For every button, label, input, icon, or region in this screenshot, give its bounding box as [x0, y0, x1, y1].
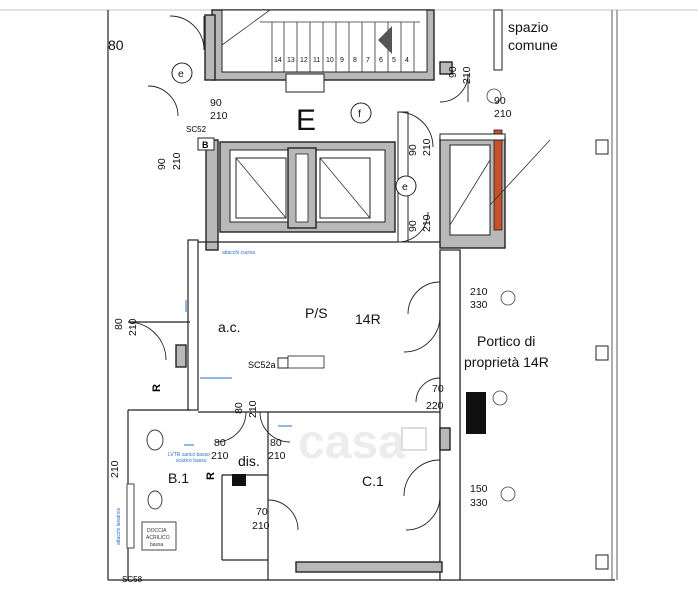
top-left-number: 80 [108, 37, 124, 53]
tag-e-left: e [178, 68, 184, 80]
dimension-labels: 90 210 90 210 90 210 90 210 90 210 90 21… [109, 66, 512, 532]
dim-width: 70 [432, 383, 444, 395]
dim-width: 90 [407, 220, 419, 232]
dim-height: 210 [127, 318, 139, 336]
dim-width: 70 [256, 506, 268, 518]
tag-circle [171, 62, 193, 84]
corridor-wall-left [205, 139, 219, 251]
dim-width: 80 [233, 402, 245, 414]
watermark-icon [401, 427, 427, 451]
door-swings [127, 15, 469, 531]
stair-num: 6 [379, 57, 383, 64]
shaft-block [439, 129, 551, 249]
tag-circle [395, 175, 417, 197]
room-dis-label: dis. [238, 453, 260, 469]
stair-num: 4 [405, 57, 409, 64]
dim-height: 210 [461, 66, 473, 84]
stair-step-numbers: 14 13 12 11 10 9 8 7 6 5 4 [274, 57, 409, 64]
dim-width: 90 [447, 66, 459, 78]
stair-num: 12 [300, 57, 308, 64]
dim-height: 210 [268, 450, 286, 462]
dim-height: 210 [211, 450, 229, 462]
sc52-label: SC52 [186, 125, 207, 134]
wall-stub [439, 61, 453, 75]
room-c1-label: C.1 [362, 473, 384, 489]
stair-num: 9 [340, 57, 344, 64]
dim-height: 220 [426, 400, 444, 412]
bathroom-fixtures [126, 429, 177, 551]
meter-symbols [486, 88, 516, 502]
apartment-14r-label: 14R [355, 311, 381, 327]
watermark: casa [298, 416, 405, 469]
section-e-label: E [296, 104, 316, 137]
dim-width: 90 [407, 144, 419, 156]
note-doccia-2: ACRILICO [146, 535, 170, 541]
sc52a-label: SC52a [248, 360, 276, 370]
apartment-outline [127, 241, 461, 581]
dim-width: 90 [156, 158, 168, 170]
portico-columns [439, 133, 609, 570]
dim-height: 210 [171, 152, 183, 170]
staircase [211, 9, 435, 81]
elevator-block [219, 141, 396, 233]
dim-height: 210 [421, 214, 433, 232]
accent-wall [493, 129, 503, 231]
stair-num: 14 [274, 57, 282, 64]
dim-width: 80 [214, 437, 226, 449]
dim-height: 210 [210, 110, 228, 122]
dim-width: 210 [470, 286, 488, 298]
column-small-2 [439, 427, 451, 451]
sc58-label: SC58 [122, 575, 143, 584]
stair-num: 13 [287, 57, 295, 64]
dim-height: 210 [247, 400, 259, 418]
note-lavtr-2: scarico basso [176, 458, 207, 464]
dim-height: 210 [421, 138, 433, 156]
black-fixture-small [232, 474, 246, 486]
dim-width: 80 [270, 437, 282, 449]
stair-num: 8 [353, 57, 357, 64]
column-small [175, 344, 187, 368]
dim-width: 90 [494, 95, 506, 107]
dim-height: 210 [494, 108, 512, 120]
dim-height: 210 [109, 460, 121, 478]
door-frame [285, 73, 325, 93]
portico-label-line1: Portico di [477, 333, 535, 349]
dim-width: 80 [113, 318, 125, 330]
stair-num: 11 [313, 57, 320, 64]
tag-circle [350, 102, 372, 124]
spazio-comune-line2: comune [508, 37, 558, 53]
note-lavtr-1: LVTR carico basso [168, 452, 210, 458]
kitchen-counter [287, 355, 325, 369]
dim-height: 210 [252, 520, 270, 532]
stair-num: 7 [366, 57, 370, 64]
apartment-left-wall [187, 239, 199, 411]
black-fixture [466, 392, 486, 434]
dim-height: 330 [470, 497, 488, 509]
r-marker-bottom: R [205, 472, 217, 480]
dim-width: 90 [210, 97, 222, 109]
r-marker-left: R [151, 384, 163, 392]
note-attacchi-lavatrice: attacchi lavatrice [116, 508, 122, 545]
portico-label-line2: proprietà 14R [464, 354, 549, 370]
spazio-comune-line1: spazio [508, 19, 549, 35]
room-ac-label: a.c. [218, 319, 241, 335]
room-b1-label: B.1 [168, 470, 189, 486]
stair-num: 5 [392, 57, 396, 64]
dim-width: 150 [470, 483, 488, 495]
b-tag: B [202, 140, 209, 150]
tag-f: f [358, 108, 361, 120]
plumbing-lines [184, 300, 292, 446]
stair-num: 10 [326, 57, 334, 64]
note-attacchi-cucina: attacchi cucina [222, 250, 255, 256]
note-doccia-1: DOCCIA [147, 528, 167, 534]
sc52a-box [277, 357, 289, 369]
wall-stub-top-left [204, 14, 216, 81]
b-tag-box [197, 137, 215, 151]
dim-height: 330 [470, 299, 488, 311]
room-ps-label: P/S [305, 305, 328, 321]
wall-stub-spazio [493, 9, 503, 71]
tag-e-right: e [402, 181, 408, 193]
note-doccia-3: bassa [150, 542, 164, 548]
